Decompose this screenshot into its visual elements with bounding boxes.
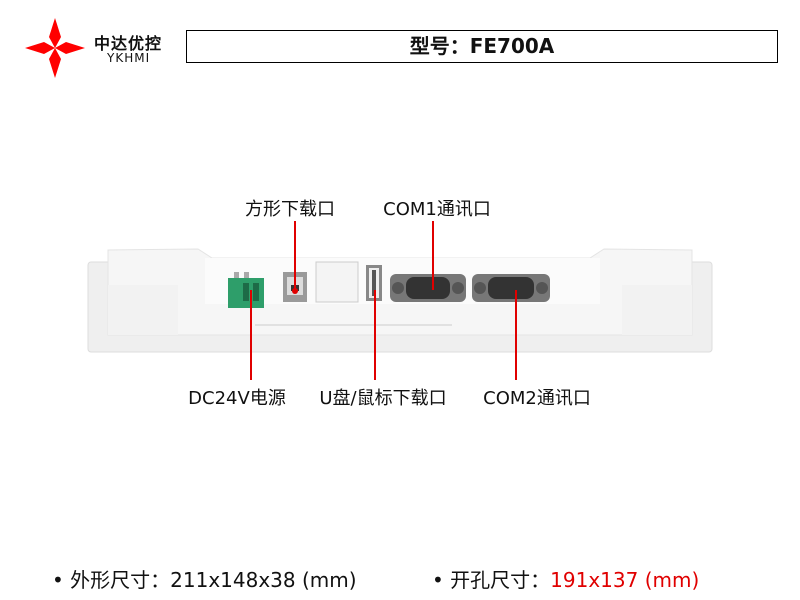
pointer-line (432, 221, 434, 290)
logo-icon (25, 18, 85, 78)
label-square-download: 方形下载口 (245, 199, 335, 220)
cutout-value: 191x137 (mm) (550, 568, 700, 592)
cutout-label: 开孔尺寸： (450, 568, 551, 592)
bullet: • (52, 568, 64, 592)
pointer-line (250, 290, 252, 380)
label-usb: U盘/鼠标下载口 (319, 388, 447, 409)
pointer-line (294, 221, 296, 291)
bullet: • (432, 568, 444, 592)
brand-name-en: YKHMI (107, 51, 151, 65)
brand-name: 中达优控 (94, 34, 163, 53)
label-com1: COM1通讯口 (383, 199, 491, 220)
dimension-value: 211x148x38 (mm) (170, 568, 357, 592)
label-power: DC24V电源 (188, 388, 286, 409)
cutout-spec: • 开孔尺寸：191x137 (mm) (432, 564, 699, 593)
dimension-spec: • 外形尺寸：211x148x38 (mm) (52, 564, 357, 593)
pointer-line (374, 290, 376, 380)
dimension-label: 外形尺寸： (70, 568, 171, 592)
label-com2: COM2通讯口 (483, 388, 591, 409)
pointer-dot (292, 288, 298, 294)
page-title: 型号：FE700A (186, 30, 778, 63)
pointer-line (515, 290, 517, 380)
